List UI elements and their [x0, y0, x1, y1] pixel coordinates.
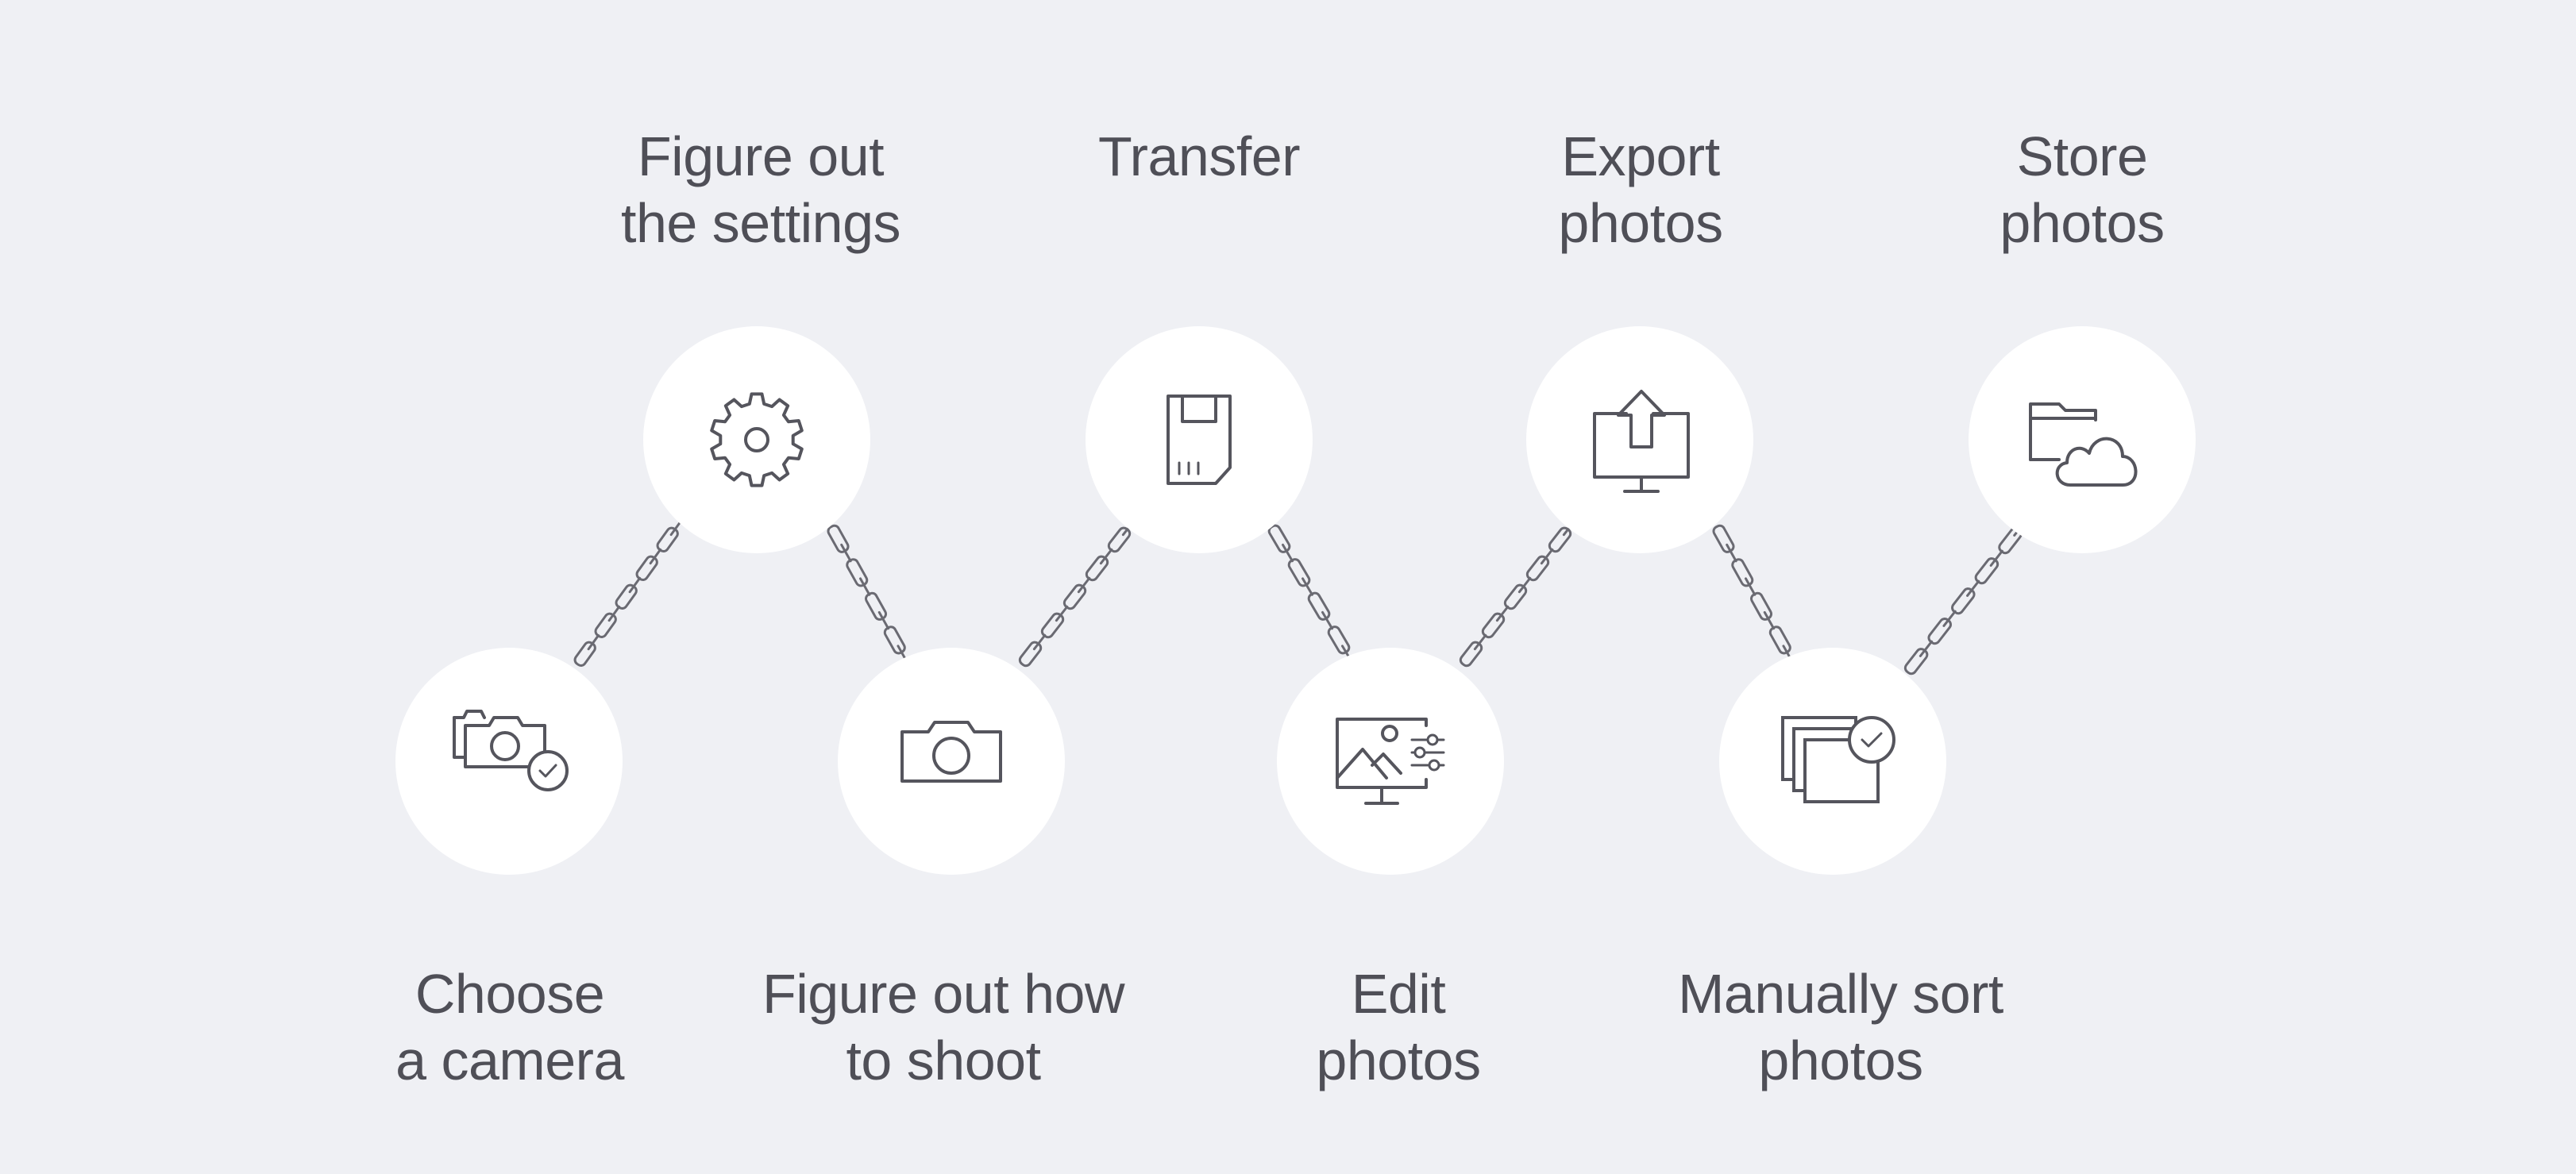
step-node-figure-settings [643, 326, 870, 553]
step-node-sort-photos [1719, 648, 1946, 875]
chain-link-icon [1903, 519, 2027, 676]
camera-icon [900, 721, 1002, 783]
sd-card-icon [1167, 395, 1232, 485]
chain-link-icon [1459, 519, 1576, 668]
step-label-export-photos: Export photos [1394, 123, 1887, 256]
step-label-line2: photos [1999, 192, 2165, 254]
step-label-transfer: Transfer [953, 123, 1445, 190]
step-label-line1: Transfer [1097, 125, 1301, 187]
step-label-store-photos: Store photos [1836, 123, 2328, 256]
chain-link-icon [1018, 519, 1136, 668]
gear-icon [710, 392, 804, 487]
step-node-figure-shoot [838, 648, 1065, 875]
photo-edit-monitor-icon [1336, 718, 1445, 805]
step-label-line1: Manually sort [1678, 963, 2003, 1025]
chain-link-icon [573, 519, 683, 667]
step-label-line1: Choose [415, 963, 605, 1025]
step-label-line1: Store [2016, 125, 2148, 187]
step-node-transfer [1086, 326, 1313, 553]
step-label-line2: photos [1558, 192, 1723, 254]
step-label-choose-camera: Choose a camera [264, 960, 756, 1094]
step-label-edit-photos: Edit photos [1152, 960, 1645, 1094]
step-label-line1: Figure out [637, 125, 885, 187]
camera-check-icon [453, 710, 569, 791]
step-node-export-photos [1526, 326, 1753, 553]
step-label-line2: photos [1316, 1030, 1481, 1091]
chain-link-icon [1267, 524, 1354, 664]
folder-cloud-icon [2029, 402, 2138, 487]
step-node-choose-camera [395, 648, 623, 875]
step-node-edit-photos [1277, 648, 1504, 875]
step-label-line2: a camera [395, 1030, 624, 1091]
step-label-figure-shoot: Figure out how to shoot [697, 960, 1190, 1094]
step-label-line1: Figure out how [762, 963, 1125, 1025]
step-node-store-photos [1969, 326, 2196, 553]
chain-link-icon [827, 524, 908, 664]
photo-stack-check-icon [1781, 716, 1895, 803]
step-label-figure-settings: Figure out the settings [515, 123, 1007, 256]
step-label-line1: Export [1561, 125, 1720, 187]
export-monitor-icon [1593, 390, 1690, 493]
step-label-sort-photos: Manually sort photos [1595, 960, 2087, 1094]
step-label-line1: Edit [1351, 963, 1446, 1025]
step-label-line2: to shoot [846, 1030, 1041, 1091]
chain-link-icon [1712, 524, 1794, 664]
step-label-line2: photos [1758, 1030, 1923, 1091]
step-label-line2: the settings [621, 192, 901, 254]
